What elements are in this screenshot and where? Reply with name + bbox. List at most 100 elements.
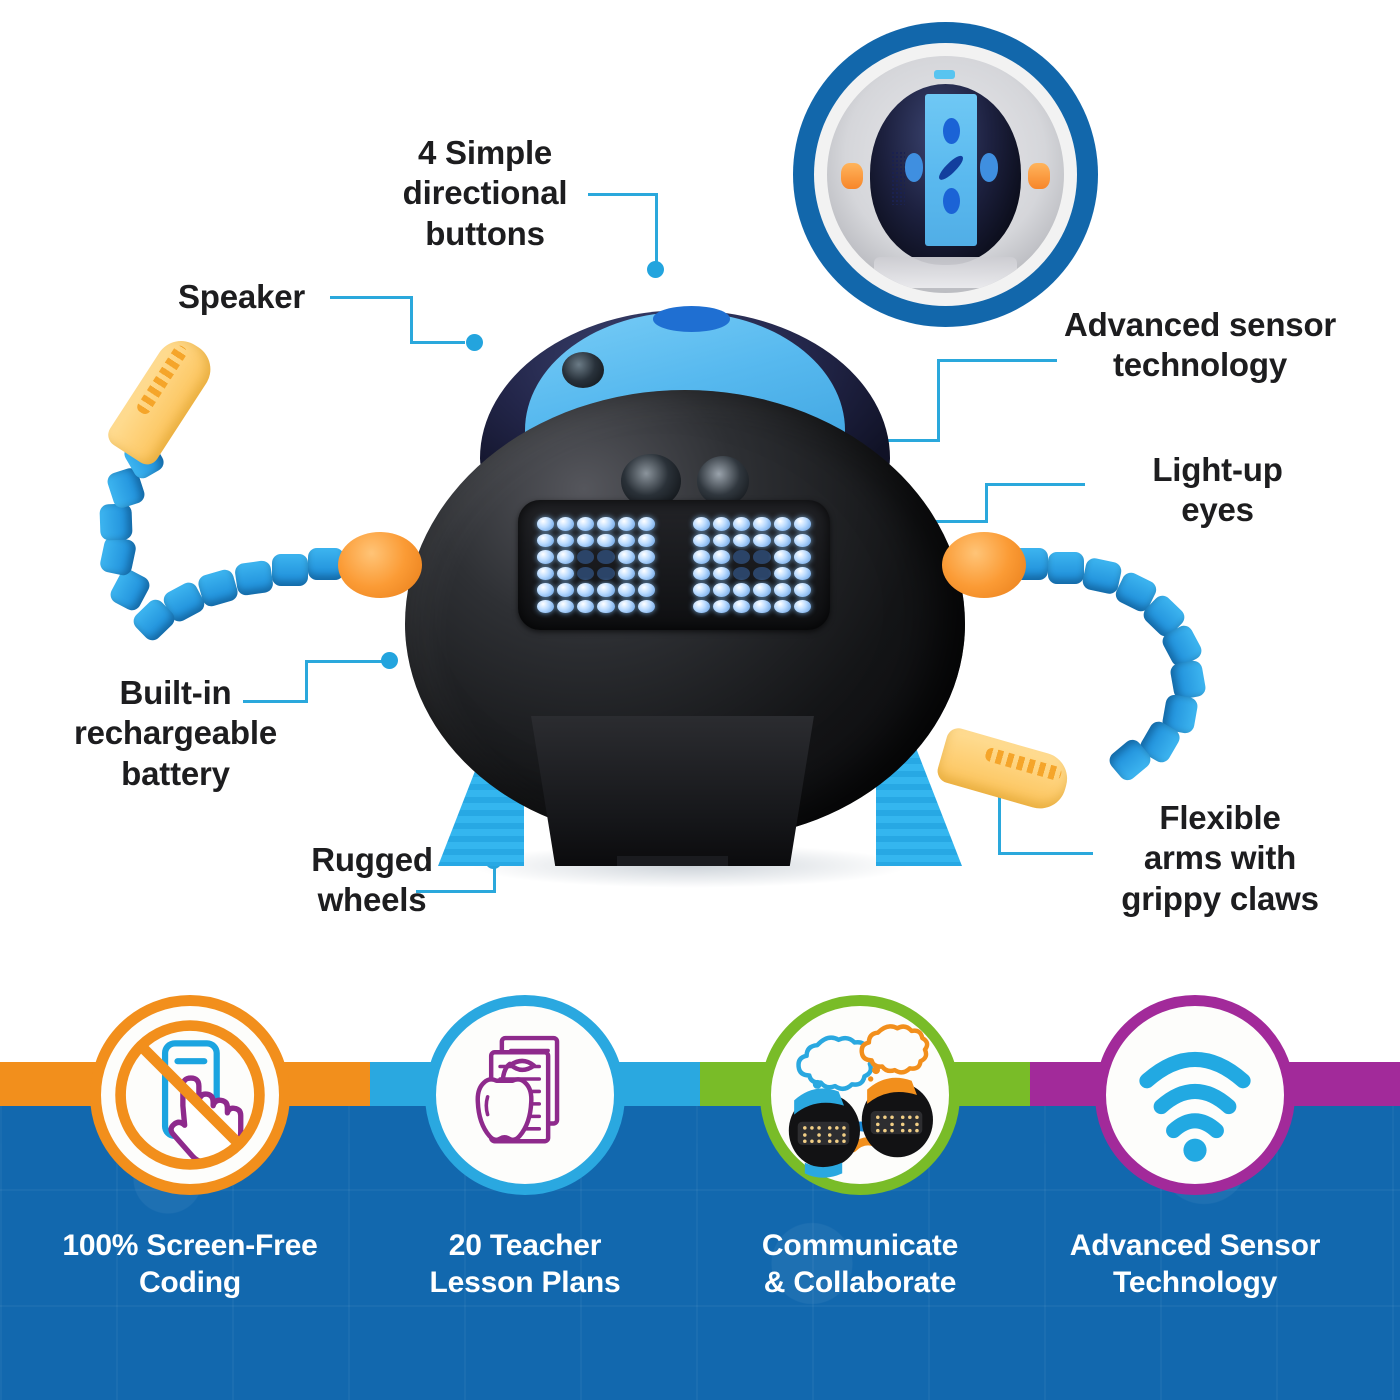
led-pixel xyxy=(617,550,635,564)
feature-communicate-collaborate[interactable]: Communicate & Collaborate xyxy=(685,995,1035,1400)
led-pixel xyxy=(753,599,771,613)
feature-label: Communicate & Collaborate xyxy=(761,1229,959,1300)
led-pixel xyxy=(693,599,711,613)
led-pixel xyxy=(557,599,575,613)
led-pixel xyxy=(537,566,555,580)
apple-lesson-plans-icon xyxy=(475,1035,560,1144)
led-face-panel xyxy=(518,500,830,630)
led-pixel xyxy=(733,517,751,531)
head-camera-icon xyxy=(562,352,604,388)
led-pixel xyxy=(793,533,811,547)
led-pixel xyxy=(793,550,811,564)
feature-label: Advanced Sensor Technology xyxy=(1069,1229,1321,1300)
lesson-plans-badge-circle xyxy=(425,995,625,1195)
robot-top-view-inset xyxy=(793,22,1098,327)
led-pixel xyxy=(793,599,811,613)
led-pixel xyxy=(753,550,771,564)
led-pixel xyxy=(693,550,711,564)
led-pixel xyxy=(713,533,731,547)
right-shoulder-knob xyxy=(1028,162,1050,189)
led-pixel xyxy=(557,566,575,580)
feature-badges: 100% Screen-Free Coding xyxy=(0,995,1400,1400)
left-shoulder-knob xyxy=(841,162,863,189)
led-pixel xyxy=(693,583,711,597)
led-pixel xyxy=(617,533,635,547)
leader-dot xyxy=(647,261,664,278)
arm-segment xyxy=(233,559,275,597)
led-pixel xyxy=(617,517,635,531)
led-pixel xyxy=(773,550,791,564)
arm-segment xyxy=(272,554,308,586)
left-button-icon xyxy=(904,153,924,182)
callout-directional-buttons: 4 Simple directional buttons xyxy=(402,134,568,252)
infrared-sensor-icon xyxy=(697,456,749,506)
led-pixel xyxy=(597,566,615,580)
led-pixel xyxy=(537,599,555,613)
screen-free-badge-circle xyxy=(90,995,290,1195)
sensor-badge-circle xyxy=(1095,995,1295,1195)
led-pixel xyxy=(577,583,595,597)
led-pixel xyxy=(577,533,595,547)
led-pixel xyxy=(793,517,811,531)
led-pixel xyxy=(773,517,791,531)
led-pixel xyxy=(597,583,615,597)
led-pixel xyxy=(773,599,791,613)
led-pixel xyxy=(733,583,751,597)
led-pixel xyxy=(713,583,731,597)
feature-advanced-sensor-technology[interactable]: Advanced Sensor Technology xyxy=(1020,995,1370,1400)
feature-screen-free-coding[interactable]: 100% Screen-Free Coding xyxy=(15,995,365,1400)
led-pixel xyxy=(753,583,771,597)
led-pixel xyxy=(693,517,711,531)
led-pixel xyxy=(713,599,731,613)
led-pixel xyxy=(733,533,751,547)
led-pixel xyxy=(537,550,555,564)
up-button-icon xyxy=(943,118,960,144)
front-camera-icon xyxy=(621,454,681,508)
power-led-icon xyxy=(933,70,955,79)
feature-teacher-lesson-plans[interactable]: 20 Teacher Lesson Plans xyxy=(350,995,700,1400)
led-pixel xyxy=(537,583,555,597)
led-pixel xyxy=(693,566,711,580)
led-pixel xyxy=(773,533,791,547)
led-pixel xyxy=(637,533,655,547)
callout-speaker: Speaker xyxy=(178,278,306,315)
leader-dot xyxy=(381,652,398,669)
communicate-badge-circle xyxy=(760,995,960,1195)
led-pixel xyxy=(617,599,635,613)
feature-label: 20 Teacher Lesson Plans xyxy=(429,1229,621,1300)
led-pixel xyxy=(773,583,791,597)
callout-built-in-rechargeable-battery: Built-in rechargeable battery xyxy=(73,674,278,792)
left-grippy-claw xyxy=(103,331,221,469)
arm-segment xyxy=(99,503,133,541)
led-pixel xyxy=(557,533,575,547)
right-shoulder-joint xyxy=(942,532,1026,598)
center-go-button-icon xyxy=(936,152,967,183)
led-pixel xyxy=(693,533,711,547)
wifi-signal-icon xyxy=(1139,1052,1251,1162)
down-button-icon xyxy=(943,187,960,214)
right-grippy-claw xyxy=(934,725,1074,815)
led-pixel xyxy=(753,566,771,580)
inset-robot-base xyxy=(874,257,1017,289)
led-pixel xyxy=(577,550,595,564)
led-pixel xyxy=(537,533,555,547)
led-pixel xyxy=(557,583,575,597)
led-pixel xyxy=(637,517,655,531)
led-pixel xyxy=(537,517,555,531)
led-pixel xyxy=(793,583,811,597)
speaker-grille-icon xyxy=(890,150,906,206)
led-pixel xyxy=(617,566,635,580)
led-pixel xyxy=(753,533,771,547)
callout-rugged-wheels: Rugged wheels xyxy=(311,841,433,919)
led-pixel xyxy=(597,599,615,613)
led-pixel xyxy=(713,517,731,531)
led-pixel xyxy=(617,583,635,597)
robot-lower-chassis xyxy=(531,716,814,866)
no-phone-touch-icon xyxy=(115,1020,265,1170)
led-pixel xyxy=(557,550,575,564)
leader-dot xyxy=(466,334,483,351)
led-pixel xyxy=(597,550,615,564)
led-pixel xyxy=(733,599,751,613)
callout-advanced-sensor-technology: Advanced sensor technology xyxy=(1063,306,1337,384)
led-pixel xyxy=(637,566,655,580)
